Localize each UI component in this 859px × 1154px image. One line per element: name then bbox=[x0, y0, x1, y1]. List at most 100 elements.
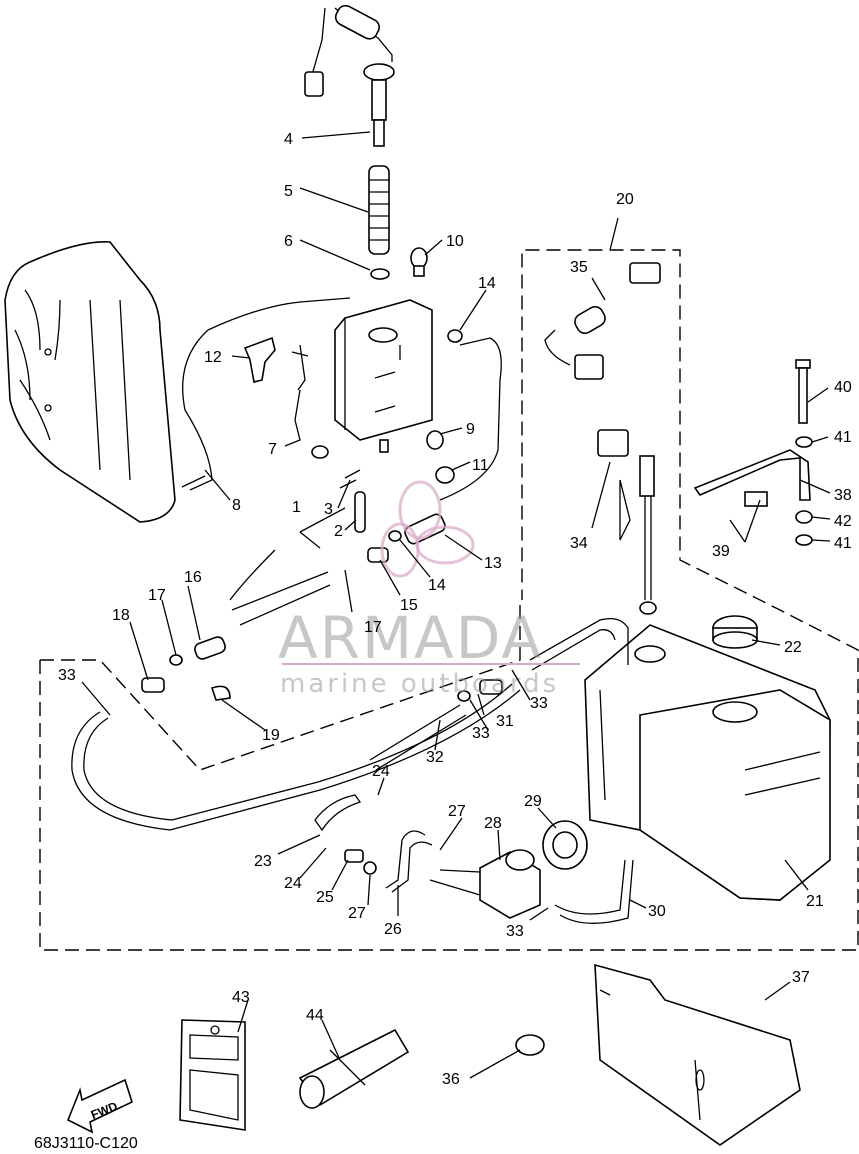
callout-24a: 24 bbox=[372, 763, 390, 780]
mounting-bracket bbox=[243, 336, 276, 383]
callout-43: 43 bbox=[232, 989, 250, 1006]
tank-bracket bbox=[693, 449, 811, 507]
callout-44: 44 bbox=[306, 1007, 324, 1024]
callout-12: 12 bbox=[204, 349, 222, 366]
callout-33c: 33 bbox=[472, 725, 490, 742]
callout-1: 1 bbox=[292, 499, 301, 516]
heat-shrink-tube bbox=[298, 1028, 410, 1109]
fuel-connector bbox=[141, 654, 183, 693]
callout-7: 7 bbox=[268, 441, 277, 458]
tank-mount-plate bbox=[594, 963, 801, 1146]
callout-37: 37 bbox=[792, 969, 810, 986]
callout-17a: 17 bbox=[148, 587, 166, 604]
callout-11: 11 bbox=[472, 457, 489, 474]
assembly-outline-lower bbox=[39, 249, 859, 951]
callout-36: 36 bbox=[442, 1071, 460, 1088]
callout-9: 9 bbox=[466, 421, 475, 438]
callout-38: 38 bbox=[834, 487, 852, 504]
callout-33d: 33 bbox=[506, 923, 524, 940]
fuel-sender bbox=[544, 262, 666, 663]
callout-8: 8 bbox=[232, 497, 241, 514]
fuel-joint bbox=[339, 469, 446, 563]
engine-cowling bbox=[4, 241, 176, 523]
callout-29: 29 bbox=[524, 793, 542, 810]
callout-19: 19 bbox=[262, 727, 280, 744]
callout-21: 21 bbox=[806, 893, 824, 910]
callout-32: 32 bbox=[426, 749, 444, 766]
hose-23 bbox=[314, 794, 362, 832]
fuel-pump bbox=[429, 849, 541, 919]
washer-top bbox=[795, 436, 813, 448]
callout-30: 30 bbox=[648, 903, 666, 920]
callout-27b: 27 bbox=[348, 905, 366, 922]
callout-26: 26 bbox=[384, 921, 402, 938]
fuel-hose bbox=[194, 549, 331, 660]
gasket bbox=[370, 268, 390, 280]
callout-5: 5 bbox=[284, 183, 293, 200]
callout-28: 28 bbox=[484, 815, 502, 832]
callout-35: 35 bbox=[570, 259, 588, 276]
callout-34: 34 bbox=[570, 535, 588, 552]
watermark-logo bbox=[380, 480, 475, 578]
fuel-hose-long bbox=[71, 689, 521, 831]
callout-33b: 33 bbox=[530, 695, 548, 712]
washer-bottom bbox=[795, 534, 813, 546]
callout-14a: 14 bbox=[478, 275, 496, 292]
vapor-separator bbox=[334, 299, 433, 453]
sensor-wire-harness bbox=[304, 4, 395, 147]
wire-clip bbox=[515, 1034, 545, 1056]
callout-3: 3 bbox=[324, 501, 333, 518]
callout-40: 40 bbox=[834, 379, 852, 396]
callout-18: 18 bbox=[112, 607, 130, 624]
return-hose bbox=[439, 337, 502, 501]
callout-41a: 41 bbox=[834, 429, 852, 446]
hose-30 bbox=[554, 859, 634, 924]
callout-31: 31 bbox=[496, 713, 514, 730]
fuel-pump-cap bbox=[542, 820, 588, 870]
callout-15: 15 bbox=[400, 597, 418, 614]
hose-26 bbox=[385, 830, 433, 893]
callout-20: 20 bbox=[616, 191, 634, 208]
callout-14b: 14 bbox=[428, 577, 446, 594]
callout-39: 39 bbox=[712, 543, 730, 560]
callout-6: 6 bbox=[284, 233, 293, 250]
callout-25: 25 bbox=[316, 889, 334, 906]
callout-13: 13 bbox=[484, 555, 502, 572]
bleed-screw bbox=[410, 247, 428, 277]
hose-clip bbox=[291, 344, 329, 459]
callout-27a: 27 bbox=[448, 803, 466, 820]
fuel-tank bbox=[584, 624, 831, 901]
caution-label bbox=[179, 1019, 246, 1131]
bolt bbox=[795, 359, 811, 424]
callout-33a: 33 bbox=[58, 667, 76, 684]
callout-2: 2 bbox=[334, 523, 343, 540]
callout-24b: 24 bbox=[284, 875, 302, 892]
fuel-joint-31 bbox=[457, 679, 503, 702]
callout-22: 22 bbox=[784, 639, 802, 656]
filter-element bbox=[368, 165, 390, 255]
diagram-code: 68J3110-C120 bbox=[34, 1135, 138, 1152]
callouts: 1 2 3 4 5 6 7 8 9 10 11 12 13 14 14 15 1… bbox=[58, 131, 852, 1088]
hose-clamp bbox=[447, 329, 463, 343]
fitting-25 bbox=[344, 849, 377, 875]
hose-clip-small bbox=[388, 530, 402, 542]
callout-41b: 41 bbox=[834, 535, 852, 552]
nut bbox=[795, 510, 813, 524]
fwd-arrow bbox=[66, 1078, 133, 1134]
callout-4: 4 bbox=[284, 131, 293, 148]
watermark-tagline: marine outboards bbox=[280, 669, 559, 699]
tank-hose bbox=[529, 617, 629, 671]
callout-42: 42 bbox=[834, 513, 852, 530]
callout-17b: 17 bbox=[364, 619, 382, 636]
clamp-19 bbox=[210, 685, 231, 701]
leader-lines bbox=[81, 131, 831, 1079]
callout-10: 10 bbox=[446, 233, 464, 250]
grommet bbox=[426, 430, 444, 450]
breather-hose bbox=[181, 297, 351, 491]
fuel-tank-cap bbox=[712, 615, 758, 649]
callout-23: 23 bbox=[254, 853, 272, 870]
watermark-brand: ARMADA bbox=[278, 604, 543, 672]
fuel-hose-32 bbox=[369, 704, 467, 771]
fuel-sensor bbox=[435, 466, 455, 484]
